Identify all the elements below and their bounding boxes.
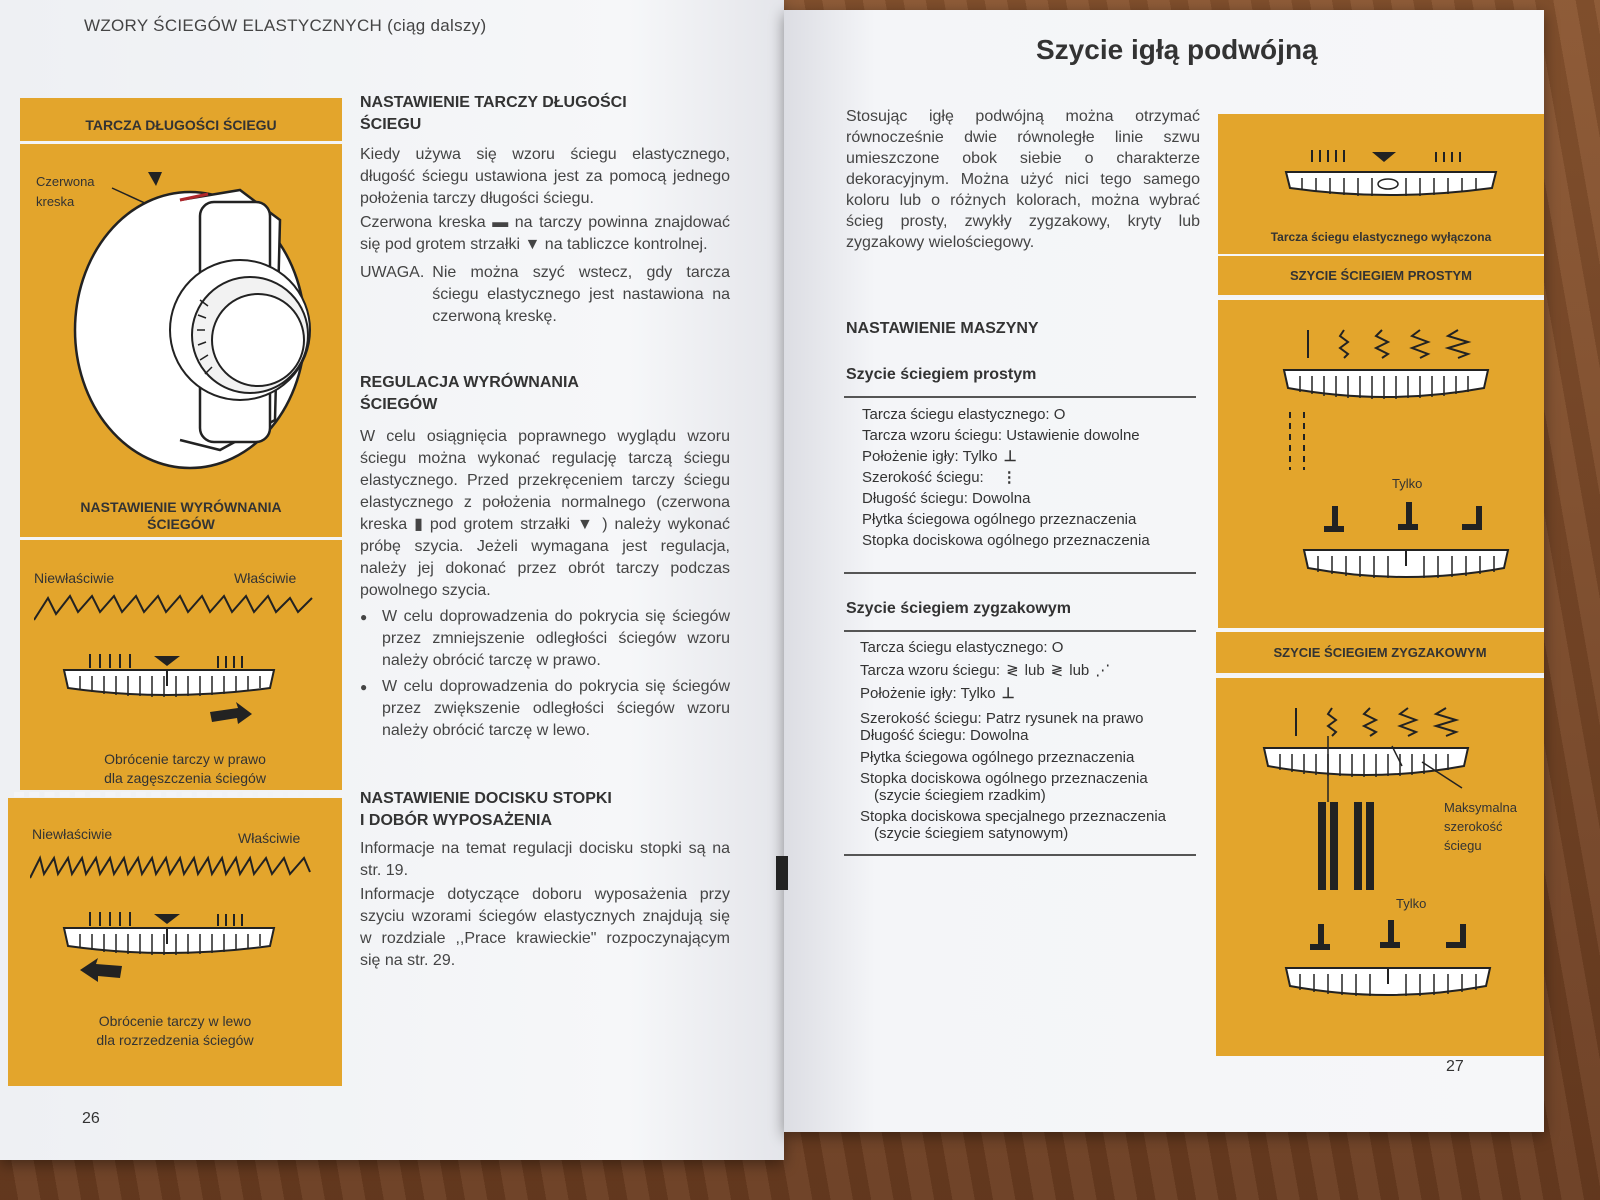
- section-2-bullet-2: W celu doprowadzenia do pokrycia się ści…: [360, 676, 730, 742]
- straight-panel-header: SZYCIE ŚCIEGIEM PROSTYM: [1218, 256, 1544, 298]
- section-1-paragraph-2: Czerwona kreska ▬ na tarczy powinna znaj…: [360, 214, 730, 253]
- zigzag-row-6: Płytka ściegowa ogólnego przeznaczenia: [860, 749, 1135, 766]
- zigzag-row-7: Stopka dociskowa ogólnego przeznaczenia: [860, 770, 1148, 787]
- zigzag-row-4: Szerokość ściegu: Patrz rysunek na prawo: [860, 710, 1144, 727]
- straight-settings: Tarcza ściegu elastycznego: O Tarcza wzo…: [862, 404, 1192, 551]
- section-2-heading-line-2: ŚCIEGÓW: [360, 396, 438, 413]
- zigzag-rule-top: [844, 630, 1196, 632]
- zigzag-heading: Szycie ściegiem zygzakowym: [846, 600, 1071, 617]
- zigzag-row-3: Położenie igły: Tylko: [860, 685, 996, 702]
- bottom-stitch-sample: [30, 855, 311, 879]
- dial-panel-header: TARCZA DŁUGOŚCI ŚCIEGU: [20, 98, 342, 144]
- balance-panel-top: [20, 540, 342, 790]
- straight-row-3-wrap: Położenie igły: Tylko ⊥: [862, 446, 1192, 467]
- zigzag-row-2: Tarcza wzoru ściegu:: [860, 662, 1001, 679]
- straight-row-6: Płytka ściegowa ogólnego przeznaczenia: [862, 511, 1137, 528]
- note-text: Nie można szyć wstecz, gdy tarcza ściegu…: [432, 264, 730, 325]
- section-3-paragraph-1: Informacje na temat regulacji docisku st…: [360, 840, 730, 879]
- zigzag-only-label: Tylko: [1396, 896, 1427, 911]
- straight-row-5: Długość ściegu: Dowolna: [862, 490, 1031, 507]
- intro-paragraph: Stosując igłę podwójną można otrzymać ró…: [846, 108, 1200, 251]
- bottom-wrong-label: Niewłaściwie: [32, 826, 113, 842]
- straight-row-4: Szerokość ściegu:: [862, 469, 984, 486]
- balance-panel-header: NASTAWIENIE WYRÓWNANIA ŚCIEGÓW: [20, 494, 342, 540]
- straight-row-2: Tarcza wzoru ściegu: Ustawienie dowolne: [862, 427, 1140, 444]
- section-3-heading-line-1: NASTAWIENIE DOCISKU STOPKI: [360, 790, 612, 807]
- section-1-heading-line-2: ŚCIEGU: [360, 116, 422, 133]
- straight-rule-bottom: [844, 572, 1196, 574]
- zigzag-row-3-wrap: Położenie igły: Tylko ⊥: [860, 684, 1200, 704]
- section-1-paragraph-1: Kiedy używa się wzoru ściegu elastyczneg…: [360, 146, 730, 207]
- max-width-label: Maksymalna szerokość ściegu: [1444, 800, 1517, 853]
- zigzag-row-2-wrap: Tarcza wzoru ściegu: ≷ lub ≷ lub ⋰: [860, 658, 1200, 684]
- zigzag-pattern-icon-1: ≷: [1006, 662, 1019, 679]
- zigzag-settings: Tarcza ściegu elastycznego: O Tarcza wzo…: [860, 638, 1200, 842]
- straight-stitch-icon: ⋮: [1001, 469, 1017, 486]
- zigzag-row-10: (szycie ściegiem satynowym): [874, 825, 1069, 842]
- straight-heading: Szycie ściegiem prostym: [846, 366, 1037, 383]
- section-2-bullet-1: W celu doprowadzenia do pokrycia się ści…: [360, 606, 730, 672]
- zigzag-panel-header: SZYCIE ŚCIEGIEM ZYGZAKOWYM: [1216, 632, 1544, 676]
- note-label: UWAGA.: [360, 264, 425, 281]
- top-dial-scale: [62, 654, 276, 724]
- straight-panel-illustration: [1282, 329, 1510, 578]
- lub-1: lub: [1024, 662, 1045, 679]
- running-head: WZORY ŚCIEGÓW ELASTYCZNYCH (ciąg dalszy): [84, 16, 487, 35]
- zigzag-pattern-icon-2: ≷: [1050, 662, 1064, 679]
- section-2-paragraph: W celu osiągnięcia poprawnego wyglądu wz…: [360, 428, 730, 599]
- zigzag-row-9: Stopka dociskowa specjalnego przeznaczen…: [860, 808, 1167, 825]
- zigzag-rule-bottom: [844, 854, 1196, 856]
- top-right-label: Właściwie: [234, 570, 297, 586]
- section-2-heading-line-1: REGULACJA WYRÓWNANIA: [360, 374, 579, 391]
- straight-only-label: Tylko: [1392, 476, 1423, 491]
- straight-row-7: Stopka dociskowa ogólnego przeznaczenia: [862, 532, 1150, 549]
- right-page-title: Szycie igłą podwójną: [1036, 34, 1318, 65]
- center-needle-icon: ⊥: [1003, 448, 1017, 465]
- top-stitch-sample: [34, 594, 313, 621]
- left-page: WZORY ŚCIEGÓW ELASTYCZNYCH (ciąg dalszy)…: [0, 0, 784, 1160]
- bottom-dial-scale: [62, 912, 276, 982]
- elastic-off-caption: Tarcza ściegu elastycznego wyłączona: [1270, 230, 1492, 244]
- page-number-left: 26: [82, 1110, 100, 1127]
- center-needle-icon-2: ⊥: [1001, 685, 1015, 702]
- section-1-heading-line-1: NASTAWIENIE TARCZY DŁUGOŚCI: [360, 94, 627, 111]
- spine-mark: [776, 856, 788, 890]
- section-3-heading-line-2: I DOBÓR WYPOSAŻENIA: [360, 812, 553, 829]
- page-number-right: 27: [1446, 1058, 1464, 1075]
- straight-row-3: Położenie igły: Tylko: [862, 448, 998, 465]
- straight-row-1: Tarcza ściegu elastycznego: O: [862, 406, 1066, 423]
- dashed-separator: [14, 792, 344, 797]
- section-1-note: UWAGA. Nie można szyć wstecz, gdy tarcza…: [360, 262, 730, 328]
- left-text-column: NASTAWIENIE TARCZY DŁUGOŚCI ŚCIEGU Kiedy…: [360, 92, 730, 974]
- zigzag-pattern-icon-3: ⋰: [1095, 662, 1111, 679]
- straight-rule-top: [844, 396, 1196, 398]
- zigzag-row-1: Tarcza ściegu elastycznego: O: [860, 639, 1064, 656]
- stitch-length-dial-illustration: [73, 172, 311, 470]
- zigzag-row-8: (szycie ściegiem rzadkim): [874, 787, 1046, 804]
- elastic-off-dial: [1284, 150, 1498, 196]
- bottom-right-label: Właściwie: [238, 830, 301, 846]
- bottom-caption-2: dla rozrzedzenia ściegów: [96, 1032, 254, 1048]
- zigzag-row-5: Długość ściegu: Dowolna: [860, 727, 1029, 744]
- top-wrong-label: Niewłaściwie: [34, 570, 115, 586]
- machine-setup-heading: NASTAWIENIE MASZYNY: [846, 320, 1039, 337]
- zigzag-panel-illustration: [1262, 707, 1492, 996]
- red-line-callout: Czerwona kreska: [36, 174, 95, 209]
- straight-row-4-wrap: Szerokość ściegu: ⋮: [862, 467, 1192, 488]
- lub-2: lub: [1069, 662, 1090, 679]
- top-caption-1: Obrócenie tarczy w prawo: [104, 751, 266, 767]
- bottom-caption-1: Obrócenie tarczy w lewo: [98, 1013, 252, 1029]
- section-3-paragraph-2: Informacje dotyczące doboru wyposażenia …: [360, 886, 730, 969]
- top-caption-2: dla zagęszczenia ściegów: [104, 770, 266, 786]
